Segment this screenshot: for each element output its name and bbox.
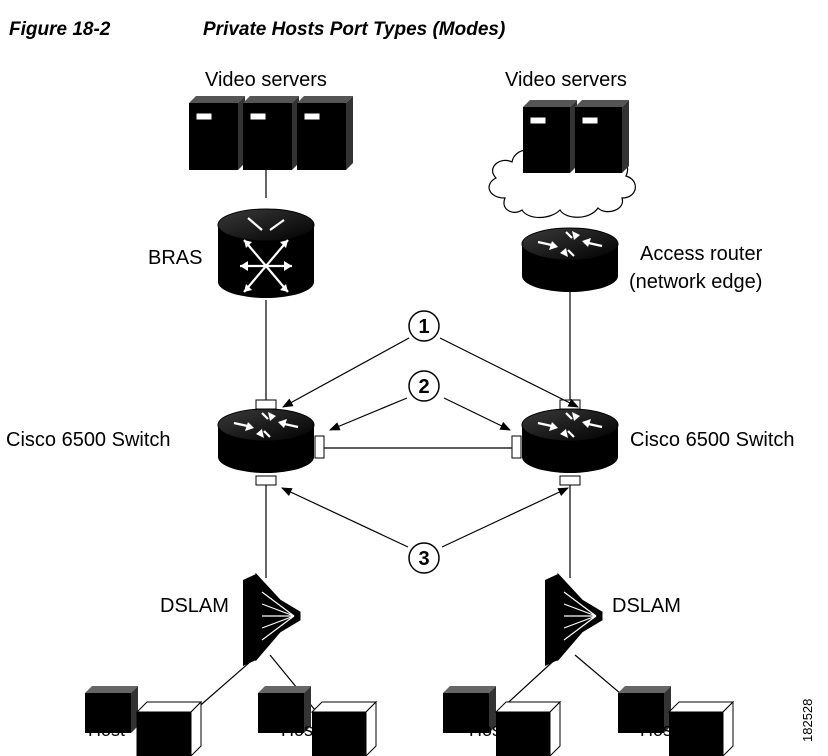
server-icon [243, 96, 299, 170]
port-side [314, 435, 325, 459]
video-servers-right [523, 100, 629, 173]
arrow-3-right [441, 487, 569, 548]
dslam-left-icon [243, 572, 301, 666]
video-servers-right-label: Video servers [505, 69, 627, 91]
callout-3-number: 3 [418, 548, 429, 570]
host-icon: Host [443, 686, 506, 740]
port-top [255, 399, 277, 410]
arrow-2-right [443, 397, 511, 431]
callout-2-number: 2 [418, 376, 429, 398]
video-servers-left [189, 96, 353, 170]
access-router-label-line2: (network edge) [629, 271, 762, 293]
switch-right-label: Cisco 6500 Switch [630, 429, 795, 451]
dslam-left-label: DSLAM [160, 595, 229, 617]
host-label: Host [146, 731, 183, 751]
server-icon [575, 100, 629, 173]
host-label: Host [677, 731, 714, 751]
host-label: Host [640, 720, 677, 740]
arrow-3-left [281, 487, 409, 548]
link-dslam-host-3 [499, 654, 561, 711]
figure-id: 182528 [800, 699, 815, 742]
dslam-right-icon [545, 572, 603, 666]
video-servers-left-label: Video servers [205, 69, 327, 91]
host-label: Host [504, 731, 541, 751]
switch-left-label: Cisco 6500 Switch [6, 429, 171, 451]
port-top [559, 399, 581, 410]
callout-1-number: 1 [418, 316, 429, 338]
access-router-icon [521, 227, 619, 292]
callout-3: 3 [408, 542, 440, 574]
server-icon [297, 96, 353, 170]
host-label: Host [320, 731, 357, 751]
bras-label: BRAS [148, 247, 202, 269]
host-icon: Host [85, 686, 138, 740]
callout-arrows [281, 337, 579, 548]
callout-1: 1 [408, 310, 440, 342]
server-icon [523, 100, 577, 173]
host-label: Host [281, 720, 318, 740]
arrow-1-left [282, 337, 410, 408]
host-icon: Host [310, 700, 378, 756]
dslam-right-label: DSLAM [612, 595, 681, 617]
host-icon: Host [618, 686, 677, 740]
figure-title: Private Hosts Port Types (Modes) [203, 19, 505, 40]
host-icon: Host [667, 700, 735, 756]
callout-2: 2 [408, 370, 440, 402]
port-bottom [559, 475, 581, 486]
arrow-2-left [329, 397, 408, 431]
host-icon: Host [135, 700, 203, 756]
switch-right-icon [511, 399, 619, 486]
host-icon: Host [494, 700, 562, 756]
port-side [511, 435, 522, 459]
arrow-1-right [439, 337, 579, 408]
bras-router-icon [217, 208, 315, 298]
link-dslam-host-1 [194, 654, 259, 711]
host-icon: Host [258, 686, 318, 740]
server-icon [189, 96, 245, 170]
switch-left-icon [217, 399, 325, 486]
host-label: Host [88, 720, 125, 740]
access-router-label-line1: Access router [640, 243, 763, 265]
port-bottom [255, 475, 277, 486]
figure-number: Figure 18-2 [9, 19, 111, 40]
